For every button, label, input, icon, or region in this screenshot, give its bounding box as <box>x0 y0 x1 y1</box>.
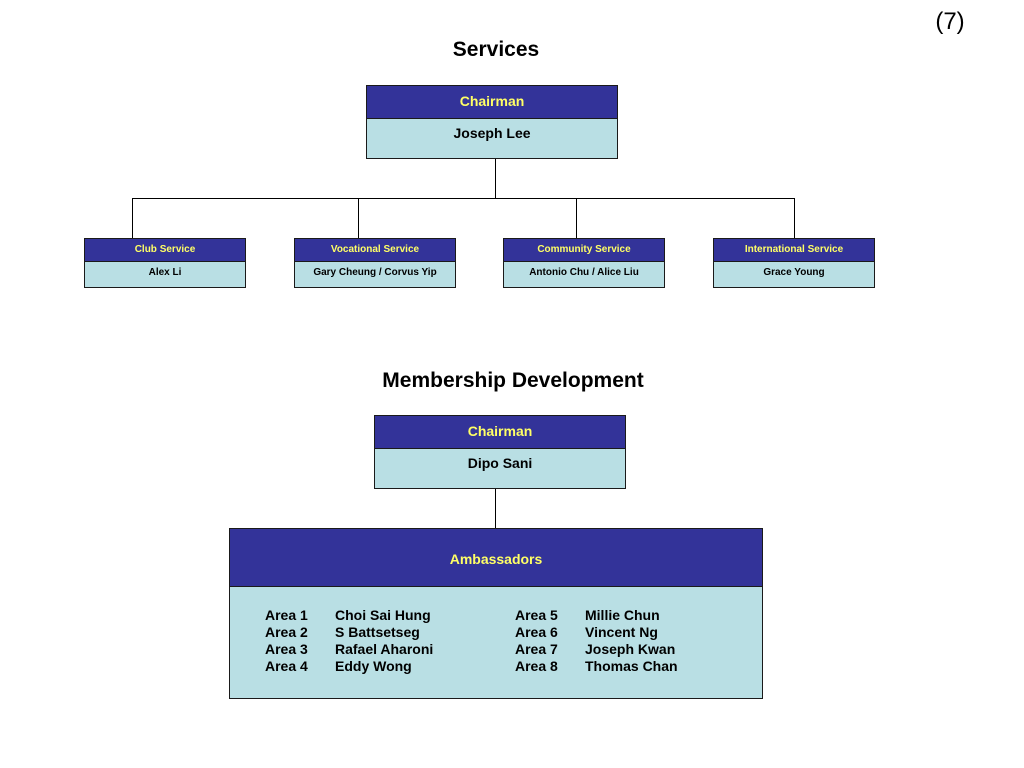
ambassador-area: Area 1 <box>265 607 308 623</box>
services-connector-drop <box>358 198 359 238</box>
club-service-box: Club Service Alex Li <box>84 238 246 288</box>
services-connector-drop <box>576 198 577 238</box>
ambassador-area: Area 3 <box>265 641 308 657</box>
ambassador-row: Area 7 Joseph Kwan <box>515 641 675 657</box>
membership-chairman-name: Dipo Sani <box>467 455 533 471</box>
community-service-name: Antonio Chu / Alice Liu <box>529 267 639 278</box>
ambassador-name: Vincent Ng <box>585 624 658 640</box>
services-chairman-box: Chairman Joseph Lee <box>366 85 618 159</box>
services-chairman-role: Chairman <box>367 86 617 119</box>
international-service-box: International Service Grace Young <box>713 238 875 288</box>
ambassador-name: S Battsetseg <box>335 624 420 640</box>
ambassador-name: Millie Chun <box>585 607 660 623</box>
ambassador-name: Choi Sai Hung <box>335 607 431 623</box>
vocational-service-name: Gary Cheung / Corvus Yip <box>313 267 437 278</box>
ambassador-area: Area 5 <box>515 607 558 623</box>
ambassador-area: Area 2 <box>265 624 308 640</box>
community-service-role: Community Service <box>504 239 664 262</box>
services-connector-trunk <box>495 159 496 199</box>
ambassador-area: Area 6 <box>515 624 558 640</box>
ambassador-row: Area 2 S Battsetseg <box>265 624 420 640</box>
membership-connector <box>495 489 496 529</box>
vocational-service-box: Vocational Service Gary Cheung / Corvus … <box>294 238 456 288</box>
membership-title: Membership Development <box>382 369 644 392</box>
ambassador-row: Area 5 Millie Chun <box>515 607 660 623</box>
page-number: (7) <box>935 8 965 35</box>
services-title: Services <box>452 38 540 61</box>
ambassador-name: Joseph Kwan <box>585 641 676 657</box>
membership-chairman-box: Chairman Dipo Sani <box>374 415 626 489</box>
ambassador-row: Area 4 Eddy Wong <box>265 658 412 674</box>
membership-chairman-role: Chairman <box>375 416 625 449</box>
ambassador-row: Area 8 Thomas Chan <box>515 658 678 674</box>
services-connector-drop <box>132 198 133 238</box>
services-connector-drop <box>794 198 795 238</box>
ambassador-name: Thomas Chan <box>585 658 678 674</box>
international-service-role: International Service <box>714 239 874 262</box>
services-chairman-name: Joseph Lee <box>453 125 531 141</box>
ambassador-area: Area 4 <box>265 658 308 674</box>
vocational-service-role: Vocational Service <box>295 239 455 262</box>
ambassadors-box: Ambassadors <box>229 528 763 699</box>
ambassador-area: Area 7 <box>515 641 558 657</box>
club-service-role: Club Service <box>85 239 245 262</box>
club-service-name: Alex Li <box>148 267 182 278</box>
ambassador-row: Area 1 Choi Sai Hung <box>265 607 431 623</box>
community-service-box: Community Service Antonio Chu / Alice Li… <box>503 238 665 288</box>
ambassador-row: Area 3 Rafael Aharoni <box>265 641 433 657</box>
ambassadors-title: Ambassadors <box>230 529 762 587</box>
services-connector-bar <box>132 198 795 199</box>
ambassador-name: Eddy Wong <box>335 658 412 674</box>
ambassador-name: Rafael Aharoni <box>335 641 434 657</box>
ambassador-area: Area 8 <box>515 658 558 674</box>
ambassador-row: Area 6 Vincent Ng <box>515 624 658 640</box>
international-service-name: Grace Young <box>763 267 825 278</box>
